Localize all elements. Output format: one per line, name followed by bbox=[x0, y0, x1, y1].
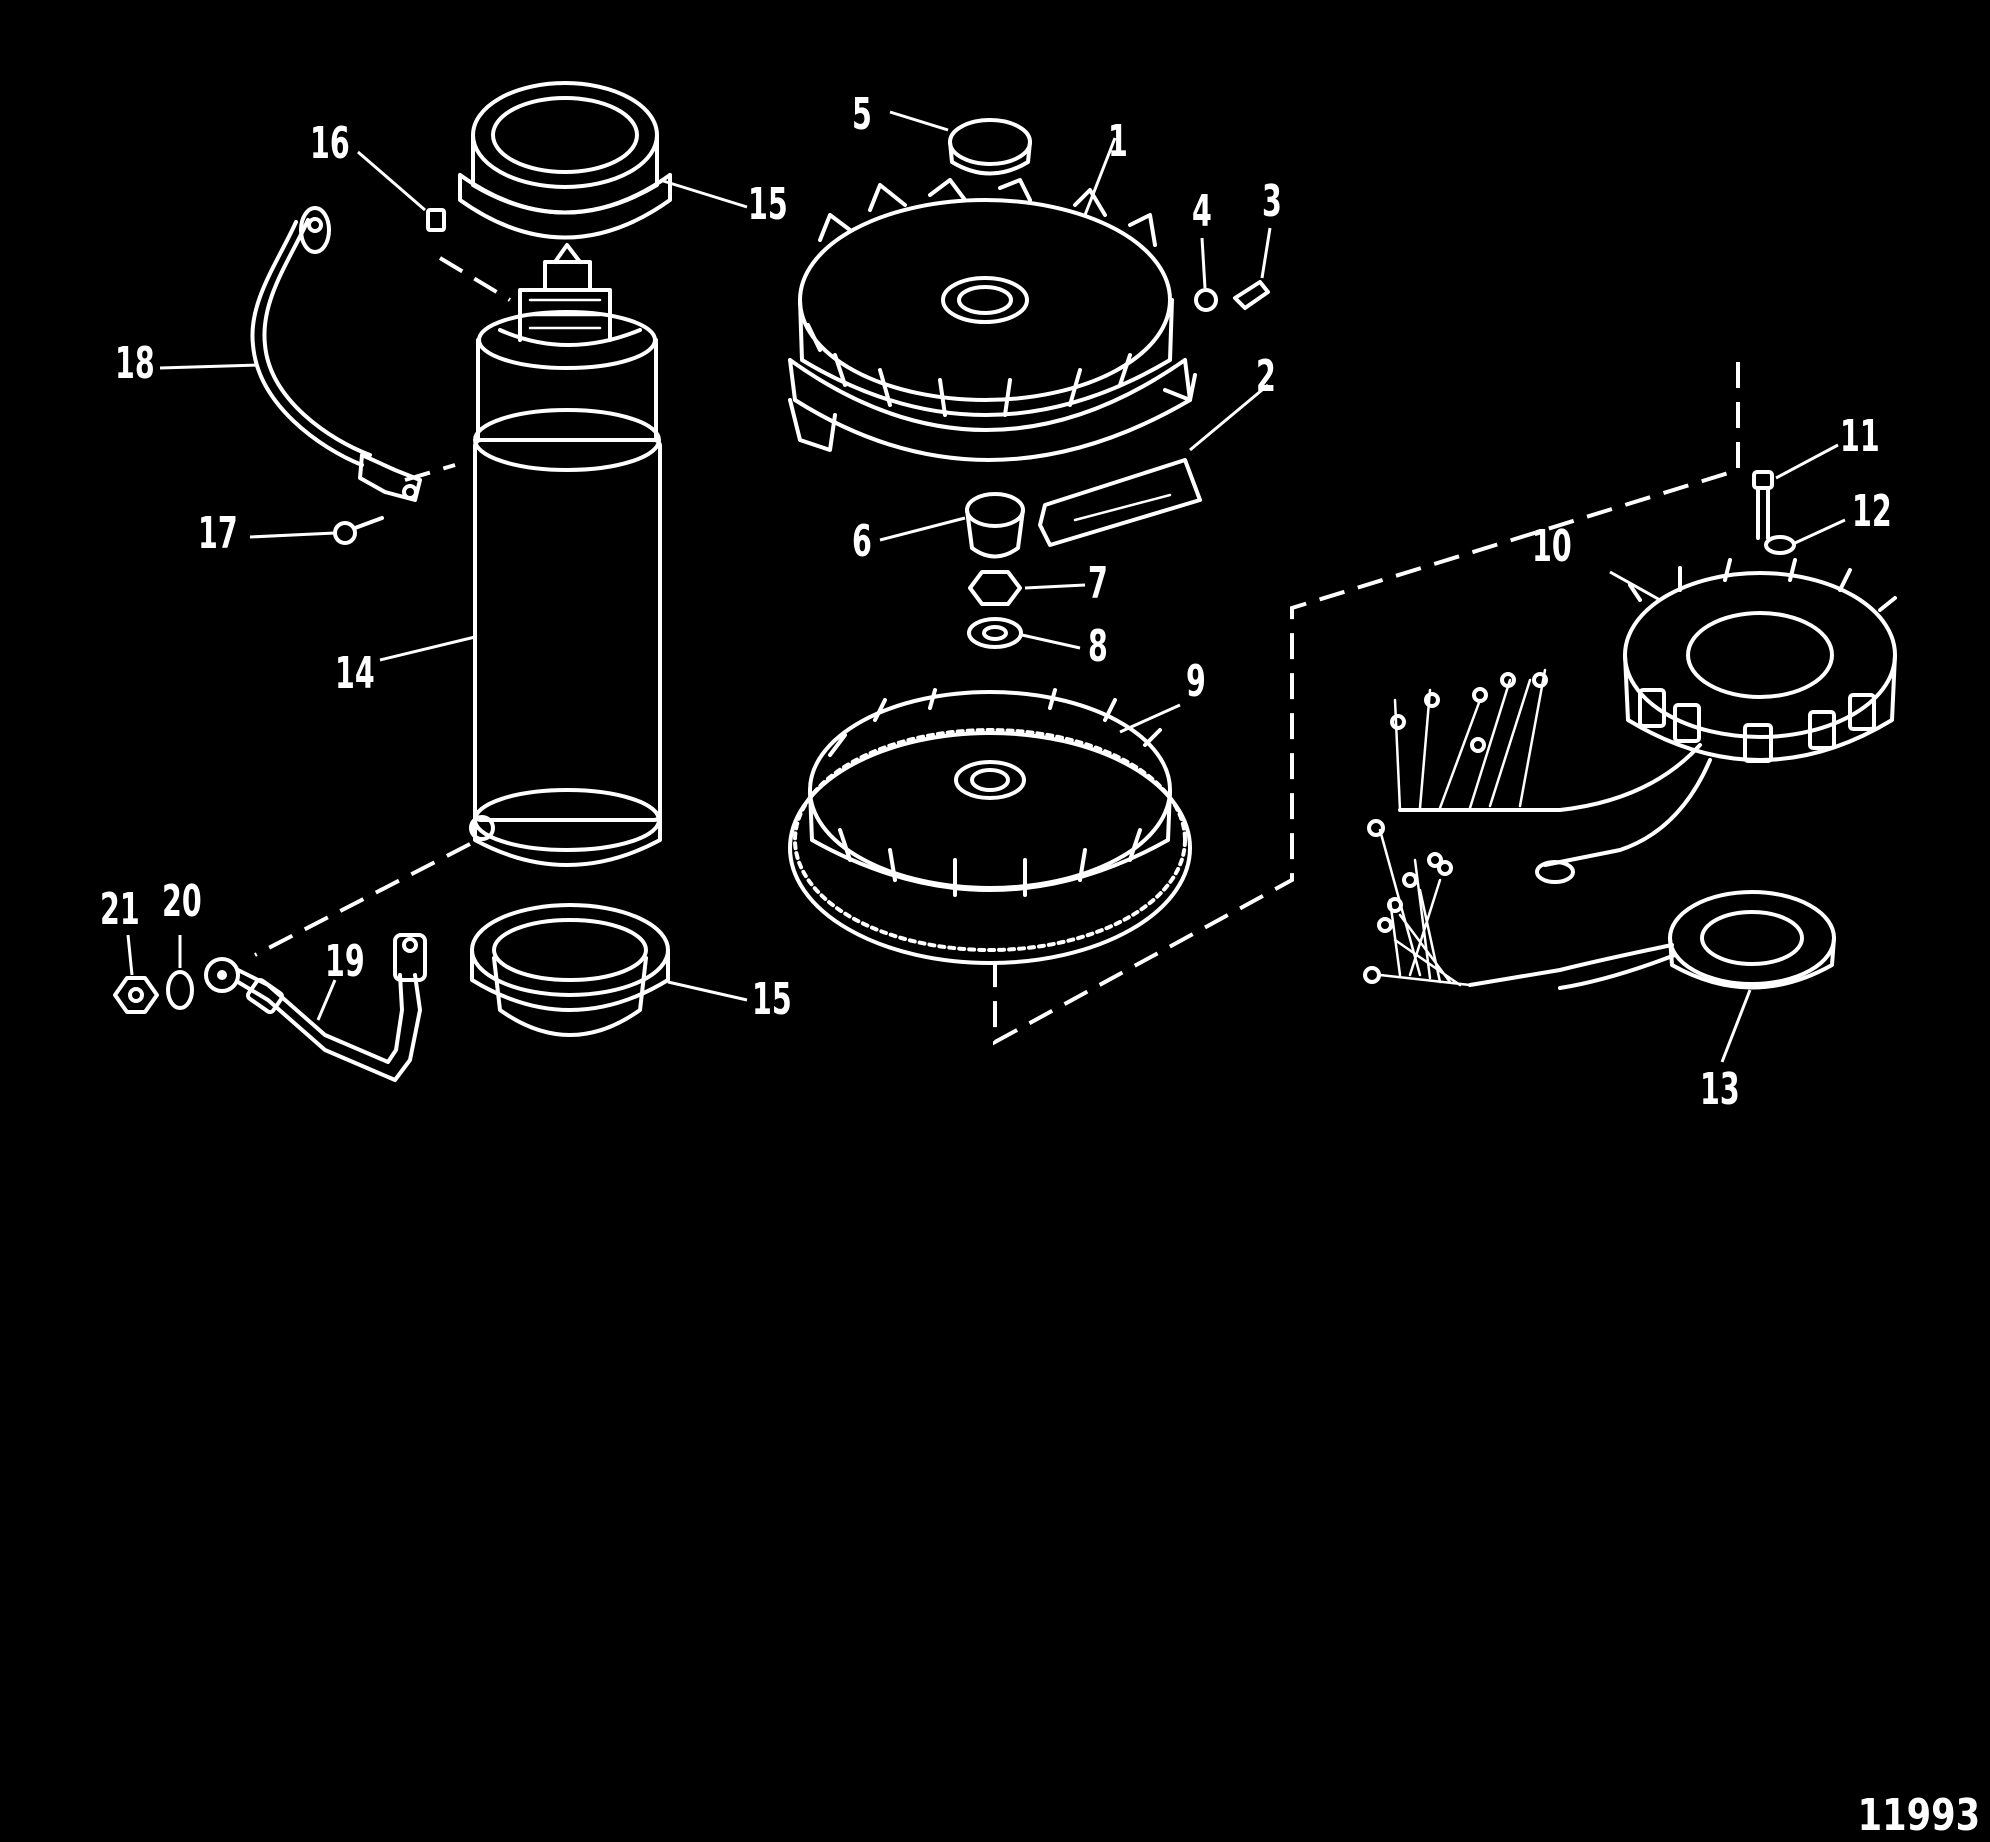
figure-number: 11993 bbox=[1857, 1790, 1980, 1841]
part-12-washer bbox=[1764, 535, 1796, 555]
callout-4: 4 bbox=[1192, 186, 1212, 237]
part-6-bushing bbox=[965, 492, 1025, 559]
callout-13: 13 bbox=[1700, 1064, 1740, 1115]
part-10-stator bbox=[1623, 558, 1897, 763]
leader-lines bbox=[126, 110, 1846, 1063]
callout-12: 12 bbox=[1852, 486, 1892, 537]
callout-9: 9 bbox=[1186, 656, 1206, 707]
part-1-flywheel-cover bbox=[788, 178, 1197, 462]
callout-15-upper: 15 bbox=[748, 179, 788, 230]
callout-21: 21 bbox=[100, 884, 140, 935]
part-5-cap bbox=[948, 118, 1032, 176]
callout-15-lower: 15 bbox=[752, 974, 792, 1025]
callout-8: 8 bbox=[1088, 621, 1108, 672]
part-3-screw bbox=[1233, 280, 1270, 310]
callout-17: 17 bbox=[198, 508, 238, 559]
part-17-screw bbox=[333, 516, 384, 545]
part-4-washer bbox=[1194, 288, 1218, 312]
callout-16: 16 bbox=[310, 118, 350, 169]
part-20-washer bbox=[166, 970, 194, 1010]
callout-1: 1 bbox=[1108, 116, 1128, 167]
callout-18: 18 bbox=[115, 338, 155, 389]
part-16-nut bbox=[426, 208, 446, 232]
callout-14: 14 bbox=[335, 648, 375, 699]
part-2-bracket bbox=[1038, 458, 1202, 547]
callout-20: 20 bbox=[162, 876, 202, 927]
part-18-cable bbox=[250, 206, 422, 502]
callout-5: 5 bbox=[852, 89, 872, 140]
part-8-washer bbox=[967, 617, 1023, 649]
part-11-bolt bbox=[1752, 470, 1774, 540]
callout-11: 11 bbox=[1840, 411, 1880, 462]
part-7-nut bbox=[968, 570, 1022, 606]
part-9-flywheel bbox=[788, 688, 1192, 965]
stator-wire-harness bbox=[1390, 668, 1712, 884]
part-15-upper-ring bbox=[458, 81, 672, 240]
callout-10: 10 bbox=[1532, 521, 1572, 572]
callout-19: 19 bbox=[325, 936, 365, 987]
callout-6: 6 bbox=[852, 516, 872, 567]
callout-3: 3 bbox=[1262, 176, 1282, 227]
callout-7: 7 bbox=[1088, 558, 1108, 609]
callout-2: 2 bbox=[1256, 351, 1276, 402]
part-21-nut bbox=[113, 976, 159, 1014]
part-13-trigger bbox=[1363, 819, 1836, 990]
part-19-cable bbox=[204, 933, 427, 1082]
part-15-lower-ring bbox=[470, 903, 670, 1037]
part-14-starter-motor bbox=[469, 243, 662, 867]
